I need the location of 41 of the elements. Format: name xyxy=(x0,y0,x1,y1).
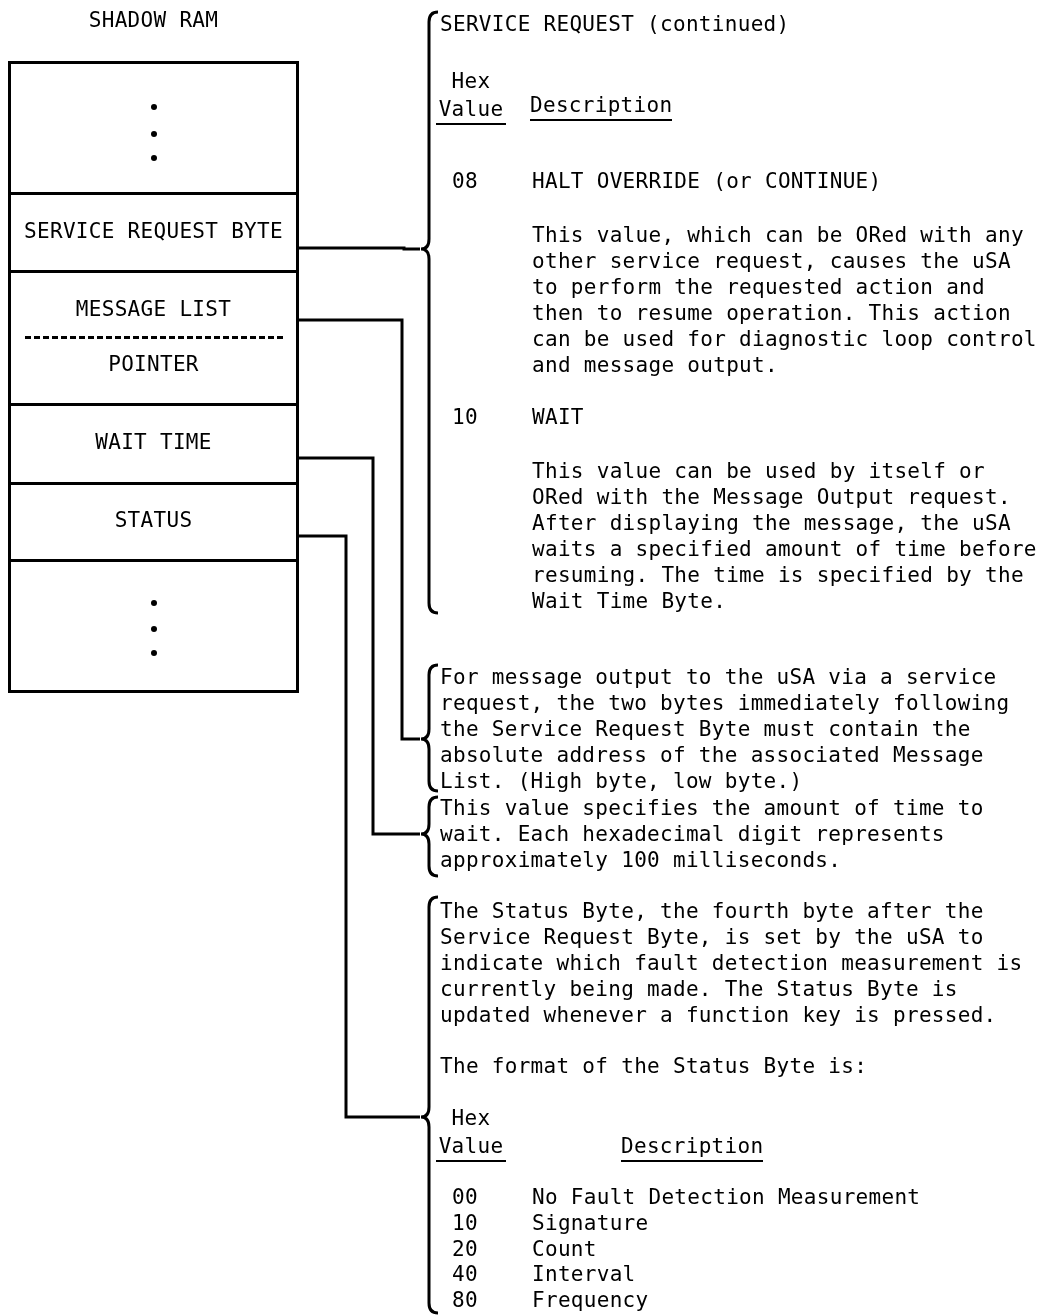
memory-cell xyxy=(8,270,299,406)
hex-value: 40 xyxy=(452,1261,478,1287)
cell-label: POINTER xyxy=(108,351,199,377)
memory-cell xyxy=(8,192,299,273)
status-description: Count xyxy=(532,1236,597,1262)
hex-value: 08 xyxy=(452,168,478,194)
description-text: This value, which can be ORed with any other service request, causes the uSA to perform the requested action and then to resume operation. This action can be used for diagnostic loop control and message output. xyxy=(532,222,1038,378)
leader-line xyxy=(299,318,420,741)
status-description: Interval xyxy=(532,1261,636,1287)
column-header: Hex Value xyxy=(436,1104,506,1162)
description-text: This value specifies the amount of time to wait. Each hexadecimal digit represents approximately 100 milliseconds. xyxy=(440,795,985,873)
status-description: No Fault Detection Measurement xyxy=(532,1184,921,1210)
hex-value: 20 xyxy=(452,1236,478,1262)
leader-line xyxy=(299,456,420,836)
leader-line xyxy=(299,246,420,251)
leader-line xyxy=(299,534,420,1119)
memory-map-heading: SHADOW RAM xyxy=(88,7,219,33)
section-heading: SERVICE REQUEST (continued) xyxy=(440,11,790,37)
description-text: The Status Byte, the fourth byte after the Service Request Byte, is set by the uSA to indicate which fault detection measurement is currently being made. The Status Byte is updated whenever a function key is pressed. xyxy=(440,898,1024,1028)
description-text: For message output to the uSA via a service request, the two bytes immediately following the Service Request Byte must contain the absolute address of the associated Message List. (High byte, low byte.) xyxy=(440,664,1011,794)
request-name: WAIT xyxy=(532,404,584,430)
hex-value: 00 xyxy=(452,1184,478,1210)
empty-memory-cell xyxy=(8,61,299,195)
column-header: Description xyxy=(621,1132,764,1162)
column-header: Description xyxy=(530,91,673,121)
memory-cell xyxy=(8,403,299,485)
cell-label: MESSAGE LIST xyxy=(75,296,232,322)
description-text: The format of the Status Byte is: xyxy=(440,1053,869,1079)
hex-value: 80 xyxy=(452,1287,478,1313)
cell-label: WAIT TIME xyxy=(95,429,212,455)
column-header: Hex Value xyxy=(436,67,506,125)
status-description: Frequency xyxy=(532,1287,649,1313)
empty-memory-cell xyxy=(8,559,299,693)
hex-value: 10 xyxy=(452,404,478,430)
cell-label: STATUS xyxy=(114,507,193,533)
hex-value: 10 xyxy=(452,1210,478,1236)
request-name: HALT OVERRIDE (or CONTINUE) xyxy=(532,168,882,194)
cell-label: SERVICE REQUEST BYTE xyxy=(24,218,283,244)
status-description: Signature xyxy=(532,1210,649,1236)
memory-cell xyxy=(8,482,299,562)
description-text: This value can be used by itself or ORed with the Message Output request. After displaying the message, the uSA waits a specified amount of time before resuming. The time is specified by the Wait Time Byte. xyxy=(532,458,1038,614)
